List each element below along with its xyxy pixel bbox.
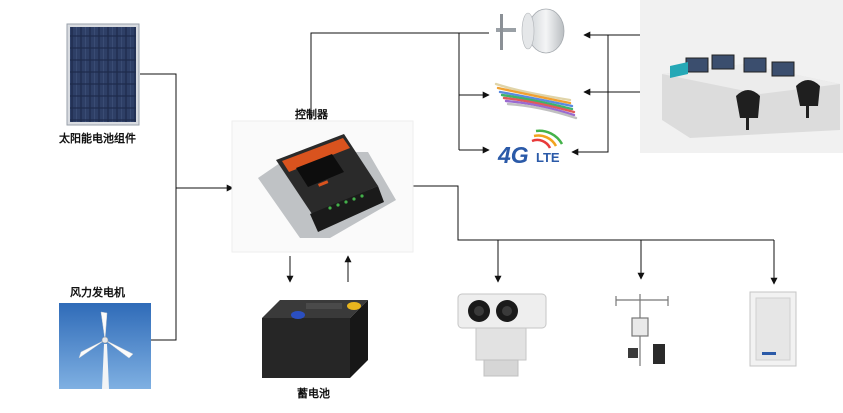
microwave-antenna-icon	[496, 8, 565, 54]
wind-turbine-icon	[59, 303, 151, 389]
weather-station-icon	[615, 294, 669, 366]
console-link	[571, 34, 640, 156]
battery-icon	[262, 300, 368, 378]
fiber-optic-cable-icon	[494, 82, 578, 120]
wind-turbine-label: 风力发电机	[70, 286, 125, 299]
column-speaker-icon	[749, 291, 797, 367]
4g-logo-text: 4G	[497, 142, 529, 168]
solar-link	[140, 73, 177, 341]
thermal-camera-icon	[457, 293, 547, 377]
charge-controller-icon	[231, 120, 414, 253]
solar-panel-icon	[66, 23, 140, 126]
battery-label: 蓄电池	[297, 387, 330, 400]
monitoring-console-icon	[640, 0, 843, 153]
solar-panel-label: 太阳能电池组件	[59, 132, 136, 145]
connection-lines	[140, 31, 778, 341]
controller-to-field	[413, 185, 774, 241]
controller-label: 控制器	[295, 108, 328, 121]
4g-lte-logo: 4G LTE	[497, 129, 564, 168]
controller-to-comm	[310, 32, 489, 120]
lte-logo-text: LTE	[536, 150, 560, 165]
